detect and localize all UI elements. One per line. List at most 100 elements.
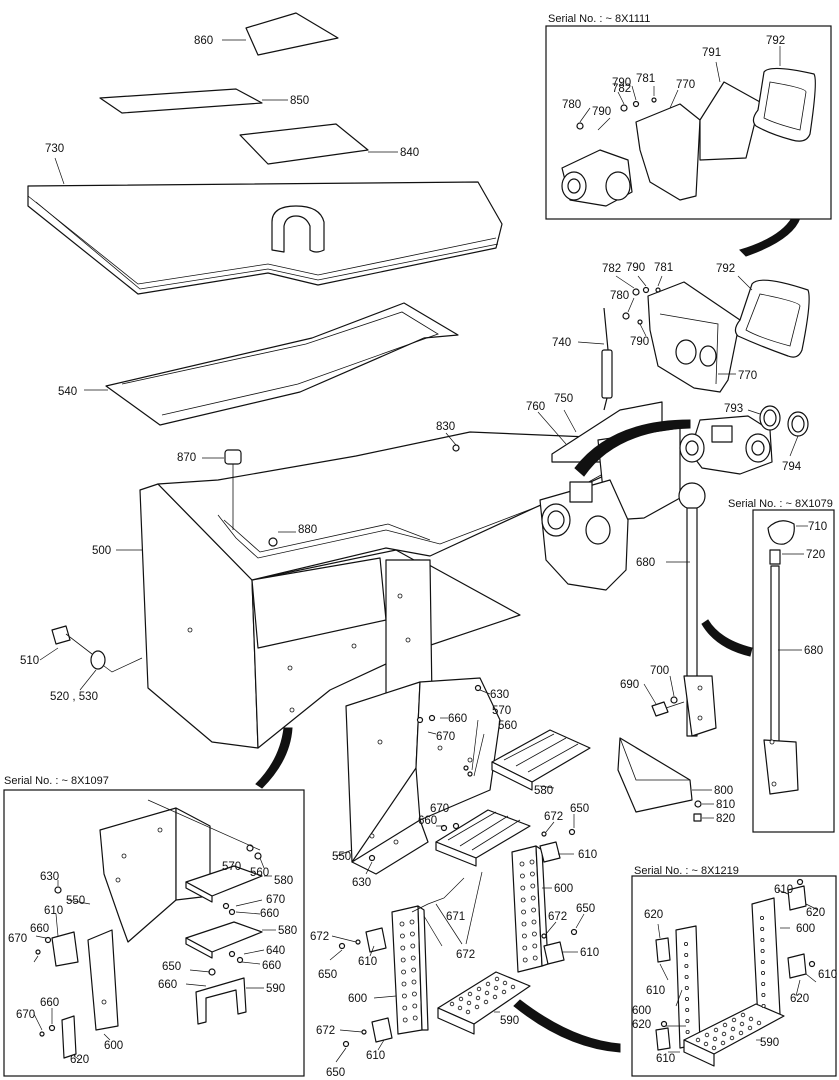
callout-650-b: 650 bbox=[318, 969, 337, 981]
plate-hole bbox=[760, 916, 765, 921]
plate-hole bbox=[410, 943, 416, 949]
bl-callout-560: 560 bbox=[250, 867, 269, 879]
plate-hole bbox=[532, 955, 538, 961]
plate-hole bbox=[410, 955, 416, 961]
plate-hole bbox=[711, 1045, 717, 1051]
callout-650-a: 650 bbox=[570, 803, 589, 815]
plate-hole bbox=[412, 1003, 418, 1009]
callout-560: 560 bbox=[498, 720, 517, 732]
bl-callout-610: 610 bbox=[44, 905, 63, 917]
bl-callout-660-d: 660 bbox=[158, 979, 177, 991]
shroud-770 bbox=[647, 281, 741, 393]
serial-8x1079: Serial No. : ~ 8X1079 bbox=[728, 498, 833, 510]
plate-hole bbox=[449, 1001, 455, 1007]
plate-hole bbox=[522, 957, 528, 963]
plate-hole bbox=[760, 938, 765, 943]
plate-hole bbox=[721, 1031, 727, 1037]
plate-hole bbox=[409, 931, 415, 937]
tr-callout-792: 792 bbox=[766, 35, 785, 47]
callout-880: 880 bbox=[298, 524, 317, 536]
callout-610-a: 610 bbox=[578, 849, 597, 861]
plate-hole bbox=[531, 919, 537, 925]
control-bracket-750 bbox=[537, 401, 691, 591]
callout-610-c: 610 bbox=[580, 947, 599, 959]
plate-hole bbox=[401, 993, 407, 999]
plate-hole bbox=[704, 1032, 710, 1038]
callout-630-b: 630 bbox=[352, 877, 371, 889]
callout-782: 782 bbox=[602, 263, 621, 275]
plate-hole bbox=[722, 1022, 728, 1028]
plate-hole bbox=[761, 982, 766, 987]
plate-hole bbox=[685, 1019, 690, 1024]
plate-hole bbox=[401, 981, 407, 987]
br-callout-590: 590 bbox=[760, 1037, 779, 1049]
callout-830: 830 bbox=[436, 421, 455, 433]
callout-750: 750 bbox=[554, 393, 573, 405]
callout-810: 810 bbox=[716, 799, 735, 811]
plate-hole bbox=[400, 957, 406, 963]
plate-hole bbox=[530, 895, 536, 901]
plate-hole bbox=[695, 1037, 701, 1043]
serial-8x1097: Serial No. : ~ 8X1097 bbox=[4, 775, 109, 787]
plate-hole bbox=[703, 1041, 709, 1047]
bl-callout-620: 620 bbox=[70, 1054, 89, 1066]
callout-740: 740 bbox=[552, 337, 571, 349]
inset-8x1111 bbox=[545, 25, 832, 220]
tr-callout-781: 781 bbox=[636, 73, 655, 85]
plate-hole bbox=[532, 931, 537, 937]
plate-hole bbox=[530, 883, 536, 889]
plate-hole bbox=[740, 1012, 746, 1018]
callout-790-top: 790 bbox=[626, 262, 645, 274]
callout-630-a: 630 bbox=[490, 689, 509, 701]
plate-hole bbox=[761, 993, 766, 998]
callout-610-b: 610 bbox=[358, 956, 377, 968]
callout-540: 540 bbox=[58, 386, 77, 398]
plate-hole bbox=[402, 1017, 408, 1023]
plate-hole bbox=[510, 984, 516, 990]
plate-hole bbox=[520, 873, 525, 879]
serial-8x1111: Serial No. : ~ 8X1111 bbox=[548, 13, 650, 25]
callout-800: 800 bbox=[714, 785, 733, 797]
plate-hole bbox=[729, 1035, 735, 1041]
arrow-curves bbox=[255, 217, 801, 1053]
bl-callout-580-b: 580 bbox=[278, 925, 297, 937]
inset-8x1079 bbox=[752, 509, 835, 833]
nut-520-530 bbox=[79, 650, 143, 691]
plate-hole bbox=[747, 1025, 753, 1031]
tr-callout-790-bottom: 790 bbox=[592, 106, 611, 118]
callout-792: 792 bbox=[716, 263, 735, 275]
plate-hole bbox=[531, 907, 536, 913]
plate-600-left bbox=[373, 905, 429, 1035]
plate-hole bbox=[466, 1000, 472, 1006]
br-callout-620-c: 620 bbox=[790, 993, 809, 1005]
foam-540 bbox=[84, 302, 459, 426]
plate-hole bbox=[739, 1021, 745, 1027]
callout-790-bottom: 790 bbox=[630, 336, 649, 348]
ring-794 bbox=[787, 411, 809, 457]
plate-hole bbox=[684, 964, 689, 969]
callout-510: 510 bbox=[20, 655, 39, 667]
tr-callout-770: 770 bbox=[676, 79, 695, 91]
callout-850: 850 bbox=[290, 95, 309, 107]
plate-hole bbox=[712, 1036, 718, 1042]
callout-672-d: 672 bbox=[548, 911, 567, 923]
plate-hole bbox=[519, 861, 525, 867]
gas-spring-740 bbox=[577, 307, 613, 411]
boot-792 bbox=[734, 275, 810, 358]
plate-hole bbox=[730, 1026, 736, 1032]
br-callout-610-d: 610 bbox=[656, 1053, 675, 1065]
plate-hole bbox=[474, 1004, 480, 1010]
plate-hole bbox=[713, 1027, 719, 1033]
plate-hole bbox=[685, 997, 690, 1002]
tr-callout-782: 782 bbox=[612, 83, 631, 95]
callout-670-b: 670 bbox=[430, 803, 449, 815]
plate-hole bbox=[467, 991, 473, 997]
plate-hole bbox=[684, 953, 689, 958]
callout-671: 671 bbox=[446, 911, 465, 923]
links-610-center bbox=[365, 841, 578, 1051]
callout-794: 794 bbox=[782, 461, 802, 473]
screws-780-782 bbox=[615, 275, 663, 337]
step-590 bbox=[437, 971, 531, 1035]
br-callout-610-b: 610 bbox=[646, 985, 665, 997]
